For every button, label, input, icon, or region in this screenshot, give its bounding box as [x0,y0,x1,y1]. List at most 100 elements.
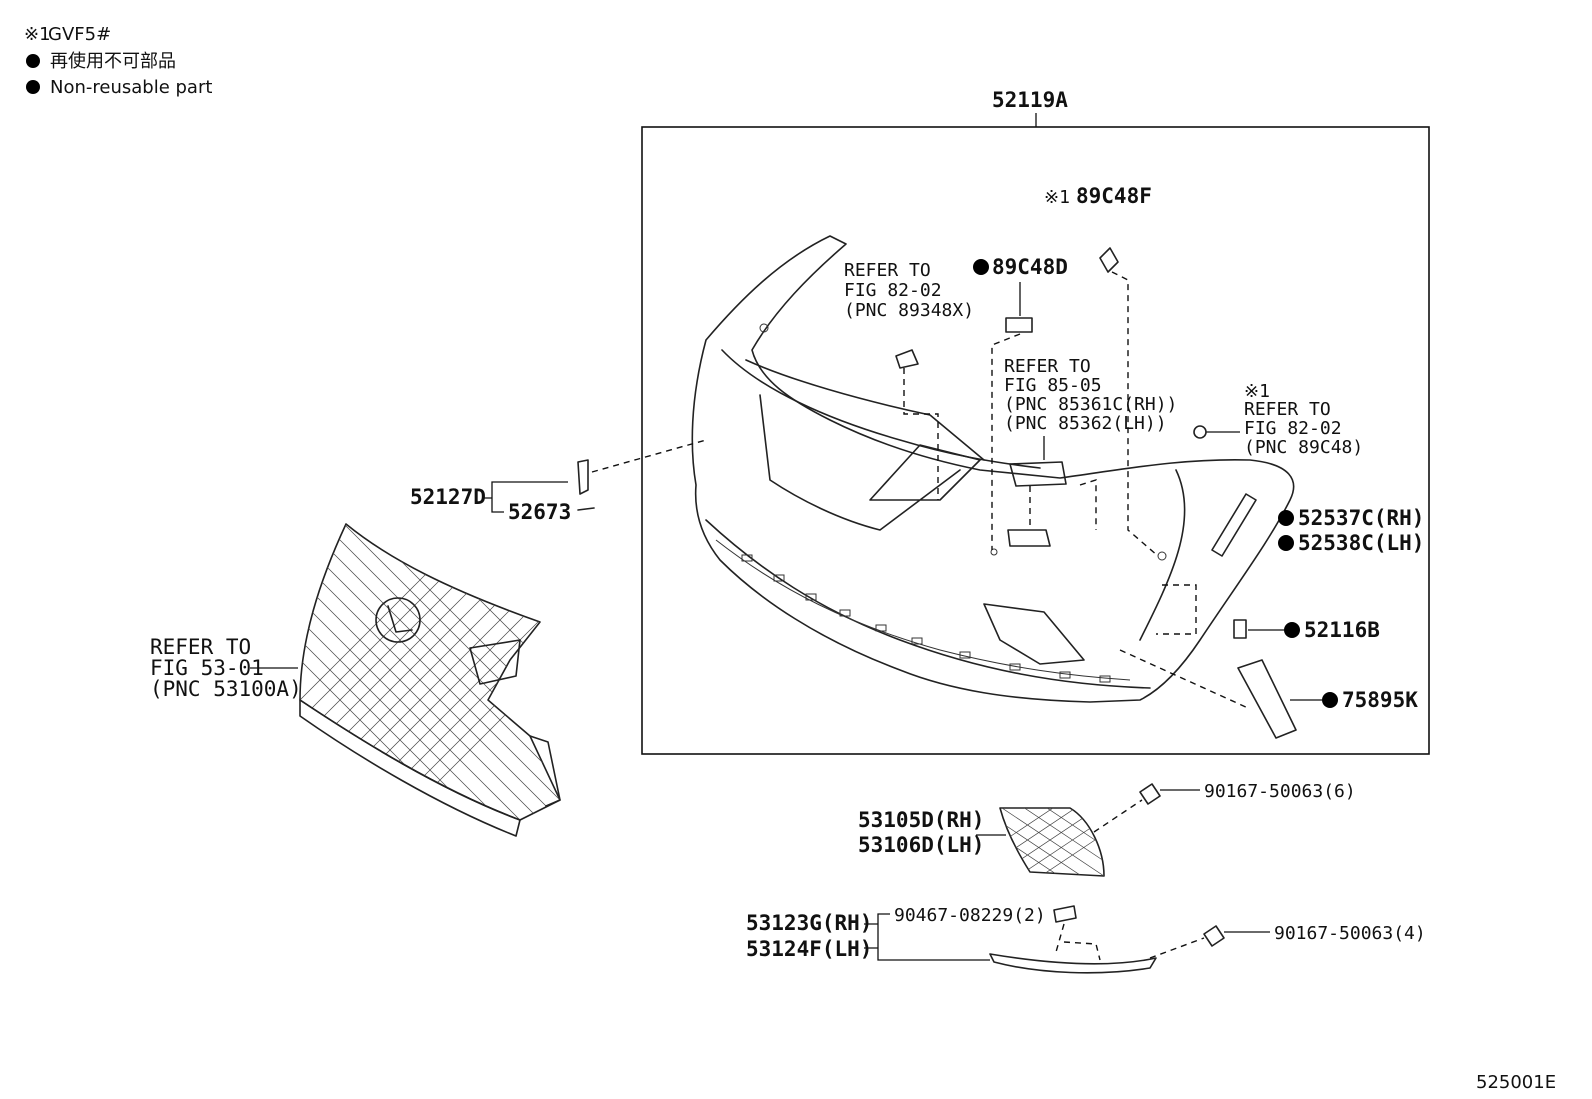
legend-note-model: GVF5# [48,24,111,45]
pnc-52537c[interactable]: 52537C(RH) [1298,506,1424,530]
pnc-53106d[interactable]: 53106D(LH) [858,833,984,857]
ref-line-2: FIG 82-02 [1244,418,1342,439]
assembly-dashed-line [1119,649,1249,709]
mounting-hole [1157,551,1167,561]
figure-code: 525001E [1476,1072,1556,1093]
assembly-dashed-line [1156,584,1197,635]
emblem-icon [375,597,421,643]
reference-53100a: REFER TO FIG 53-01 (PNC 53100A) [150,635,302,701]
non-reusable-bullet-icon [1284,622,1300,638]
callout-89c48d: 89C48D [973,255,1068,550]
screw-icon [1203,925,1225,947]
non-reusable-bullet-icon [1278,535,1294,551]
sensor-retainer-part [1099,247,1119,273]
ref-line-1: REFER TO [150,635,251,659]
retainer-part [577,459,589,495]
ref-line-4[interactable]: (PNC 85362(LH)) [1004,413,1167,434]
non-reusable-bullet-icon [26,80,40,94]
mounting-hole [990,548,998,556]
grille-mesh [300,524,560,820]
callout-mark: ※1 [1244,381,1270,402]
assembly-dashed-line [1093,799,1143,833]
non-reusable-bullet-icon [1322,692,1338,708]
non-reusable-bullet-icon [1278,510,1294,526]
ref-line-2: FIG 85-05 [1004,375,1102,396]
reflector-strip-part [1211,493,1257,557]
pnc-52538c[interactable]: 52538C(LH) [1298,531,1424,555]
pnc-53123g[interactable]: 53123G(RH) [746,911,872,935]
reference-85361c-85362: REFER TO FIG 85-05 (PNC 85361C(RH)) (PNC… [1004,356,1177,528]
ref-line-3[interactable]: (PNC 89348X) [844,300,974,321]
bumper-outline [691,235,1295,703]
callout-52537c-52538c: 52537C(RH) 52538C(LH) [1211,493,1424,557]
clip-part [1233,619,1247,639]
washer-nozzle-part [1009,461,1067,487]
sensor-part [1193,425,1207,439]
protector-tape-part [1237,659,1297,739]
assembly-dashed-line [1111,271,1159,557]
bumper-upper-edge [721,349,1041,469]
moulding-part [989,953,1157,974]
pnc-90467[interactable]: 90467-08229(2) [894,905,1046,926]
lower-lip [705,519,1151,689]
ref-line-3[interactable]: (PNC 85361C(RH)) [1004,394,1177,415]
callout-89c48f: ※1 89C48F [1044,184,1159,557]
assembly-frame [641,126,1430,755]
grille-bracket [469,639,521,685]
clip-part [1053,905,1077,923]
legend-non-reusable-jp: 再使用不可部品 [50,51,176,72]
assembly-dashed-line [1079,479,1097,530]
callout-52116b: 52116B [1156,584,1380,642]
lower-lip-inner [715,539,1131,681]
lower-lip-slots [741,554,1111,683]
ref-line-3[interactable]: (PNC 53100A) [150,677,302,701]
assembly-pnc-label[interactable]: 52119A [992,88,1068,112]
pnc-52127d[interactable]: 52127D [410,485,486,509]
reference-89348x: REFER TO FIG 82-02 (PNC 89348X) [844,260,974,500]
fog-cover-mesh [1000,808,1104,876]
legend-non-reusable-en: Non-reusable part [50,77,212,98]
ref-line-2: FIG 82-02 [844,280,942,301]
front-bumper-cover-drawing [691,235,1295,703]
pnc-90167-4[interactable]: 90167-50063(4) [1274,923,1426,944]
mounting-hole [759,323,769,333]
leader-bracket [864,913,990,961]
grille-outline [299,523,561,821]
assembly-dashed-line [991,333,1021,550]
callout-53123g-53124f: 53123G(RH) 53124F(LH) 90467-08229(2) 901… [746,905,1426,974]
callout-53105d-53106d: 53105D(RH) 53106D(LH) 90167-50063(6) [858,781,1356,877]
pnc-53124f[interactable]: 53124F(LH) [746,937,872,961]
sensor-holder-part [895,349,919,369]
sensor-recess [1007,529,1051,547]
ref-line-2: FIG 53-01 [150,656,264,680]
pnc-89c48d[interactable]: 89C48D [992,255,1068,279]
assembly-dashed-line [1149,937,1205,959]
pnc-52116b[interactable]: 52116B [1304,618,1380,642]
emblem-mark [387,605,413,633]
clip-part [577,507,595,511]
fog-lamp-opening [983,603,1085,665]
callout-mark: ※1 [1044,187,1070,208]
legend: ※1 GVF5# 再使用不可部品 Non-reusable part [24,24,212,98]
pnc-75895k[interactable]: 75895K [1342,688,1418,712]
radiator-grille-drawing [299,523,561,837]
non-reusable-bullet-icon [26,54,40,68]
legend-note-mark: ※1 [24,24,51,45]
callout-75895k: 75895K [1119,649,1418,739]
pnc-52673[interactable]: 52673 [508,500,571,524]
assembly-dashed-line [903,368,939,500]
pnc-89c48f[interactable]: 89C48F [1076,184,1152,208]
bumper-inner-edge [745,359,985,461]
ref-line-3[interactable]: (PNC 89C48) [1244,437,1363,458]
ref-line-1: REFER TO [844,260,931,281]
ref-line-1: REFER TO [1004,356,1091,377]
screw-icon [1139,783,1161,805]
bumper-cover-assembly: 52119A [641,88,1430,755]
pnc-90167-6[interactable]: 90167-50063(6) [1204,781,1356,802]
grille-bottom-frame [299,699,521,837]
pnc-53105d[interactable]: 53105D(RH) [858,808,984,832]
ref-line-1: REFER TO [1244,399,1331,420]
callout-52127d-52673: 52127D 52673 [410,439,707,524]
